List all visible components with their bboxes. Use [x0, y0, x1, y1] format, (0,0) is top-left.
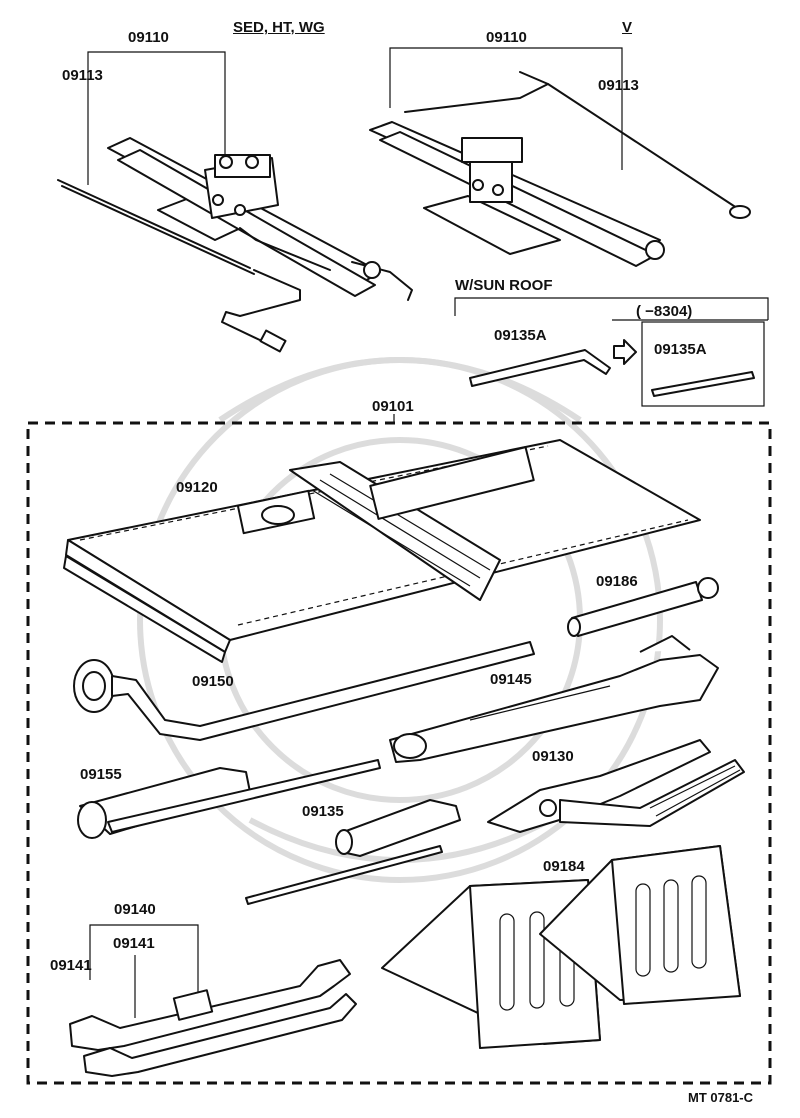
- spark-plug-wrench-drawing: [77, 759, 381, 839]
- callout-wrench-set: 09140: [114, 901, 156, 918]
- tool-set-frame: [26, 421, 772, 1085]
- callout-handle-sed: 09113: [62, 67, 103, 84]
- callout-jack-sed: 09110: [128, 29, 169, 46]
- callout-screwdriver: 09135: [302, 803, 344, 820]
- jack-v-drawing: [369, 47, 751, 267]
- diagram-reference: MT 0781-C: [688, 1090, 754, 1105]
- sunroof-range: ( −8304): [636, 303, 693, 320]
- callout-sunroof-tool-boxed: 09135A: [654, 341, 707, 358]
- variant-label-v: V: [622, 19, 633, 36]
- callout-sunroof-tool: 09135A: [494, 327, 547, 344]
- callout-wrench-b: 09141: [113, 935, 155, 952]
- callout-handle-v: 09113: [598, 77, 639, 94]
- callout-lug-wrench: 09150: [192, 673, 234, 690]
- pliers-drawing: [487, 739, 745, 833]
- screwdriver-drawing: [245, 799, 461, 905]
- sunroof-heading: W/SUN ROOF: [455, 277, 553, 294]
- callout-extension: 09186: [596, 573, 638, 590]
- callout-spark-plug-wrench: 09155: [80, 766, 122, 783]
- callout-jack-v: 09110: [486, 29, 527, 46]
- callout-tool-set: 09101: [372, 398, 414, 415]
- lug-wrench-drawing: [73, 641, 535, 741]
- adjustable-wrench-drawing: [389, 635, 719, 763]
- callout-adjustable-wrench: 09145: [490, 671, 532, 688]
- callout-wheel-chock: 09184: [543, 858, 585, 875]
- callout-pliers: 09130: [532, 748, 574, 765]
- sunroof-section-drawing: [454, 297, 769, 407]
- callout-wrench-a: 09141: [50, 957, 92, 974]
- tool-bag-drawing: [63, 439, 701, 663]
- wrench-set-drawing: [69, 924, 357, 1077]
- jack-sed-drawing: [57, 51, 413, 353]
- variant-label-sed: SED, HT, WG: [233, 19, 325, 36]
- extension-drawing: [567, 577, 719, 637]
- callout-tool-bag: 09120: [176, 479, 218, 496]
- wheel-chock-drawing: [381, 845, 741, 1049]
